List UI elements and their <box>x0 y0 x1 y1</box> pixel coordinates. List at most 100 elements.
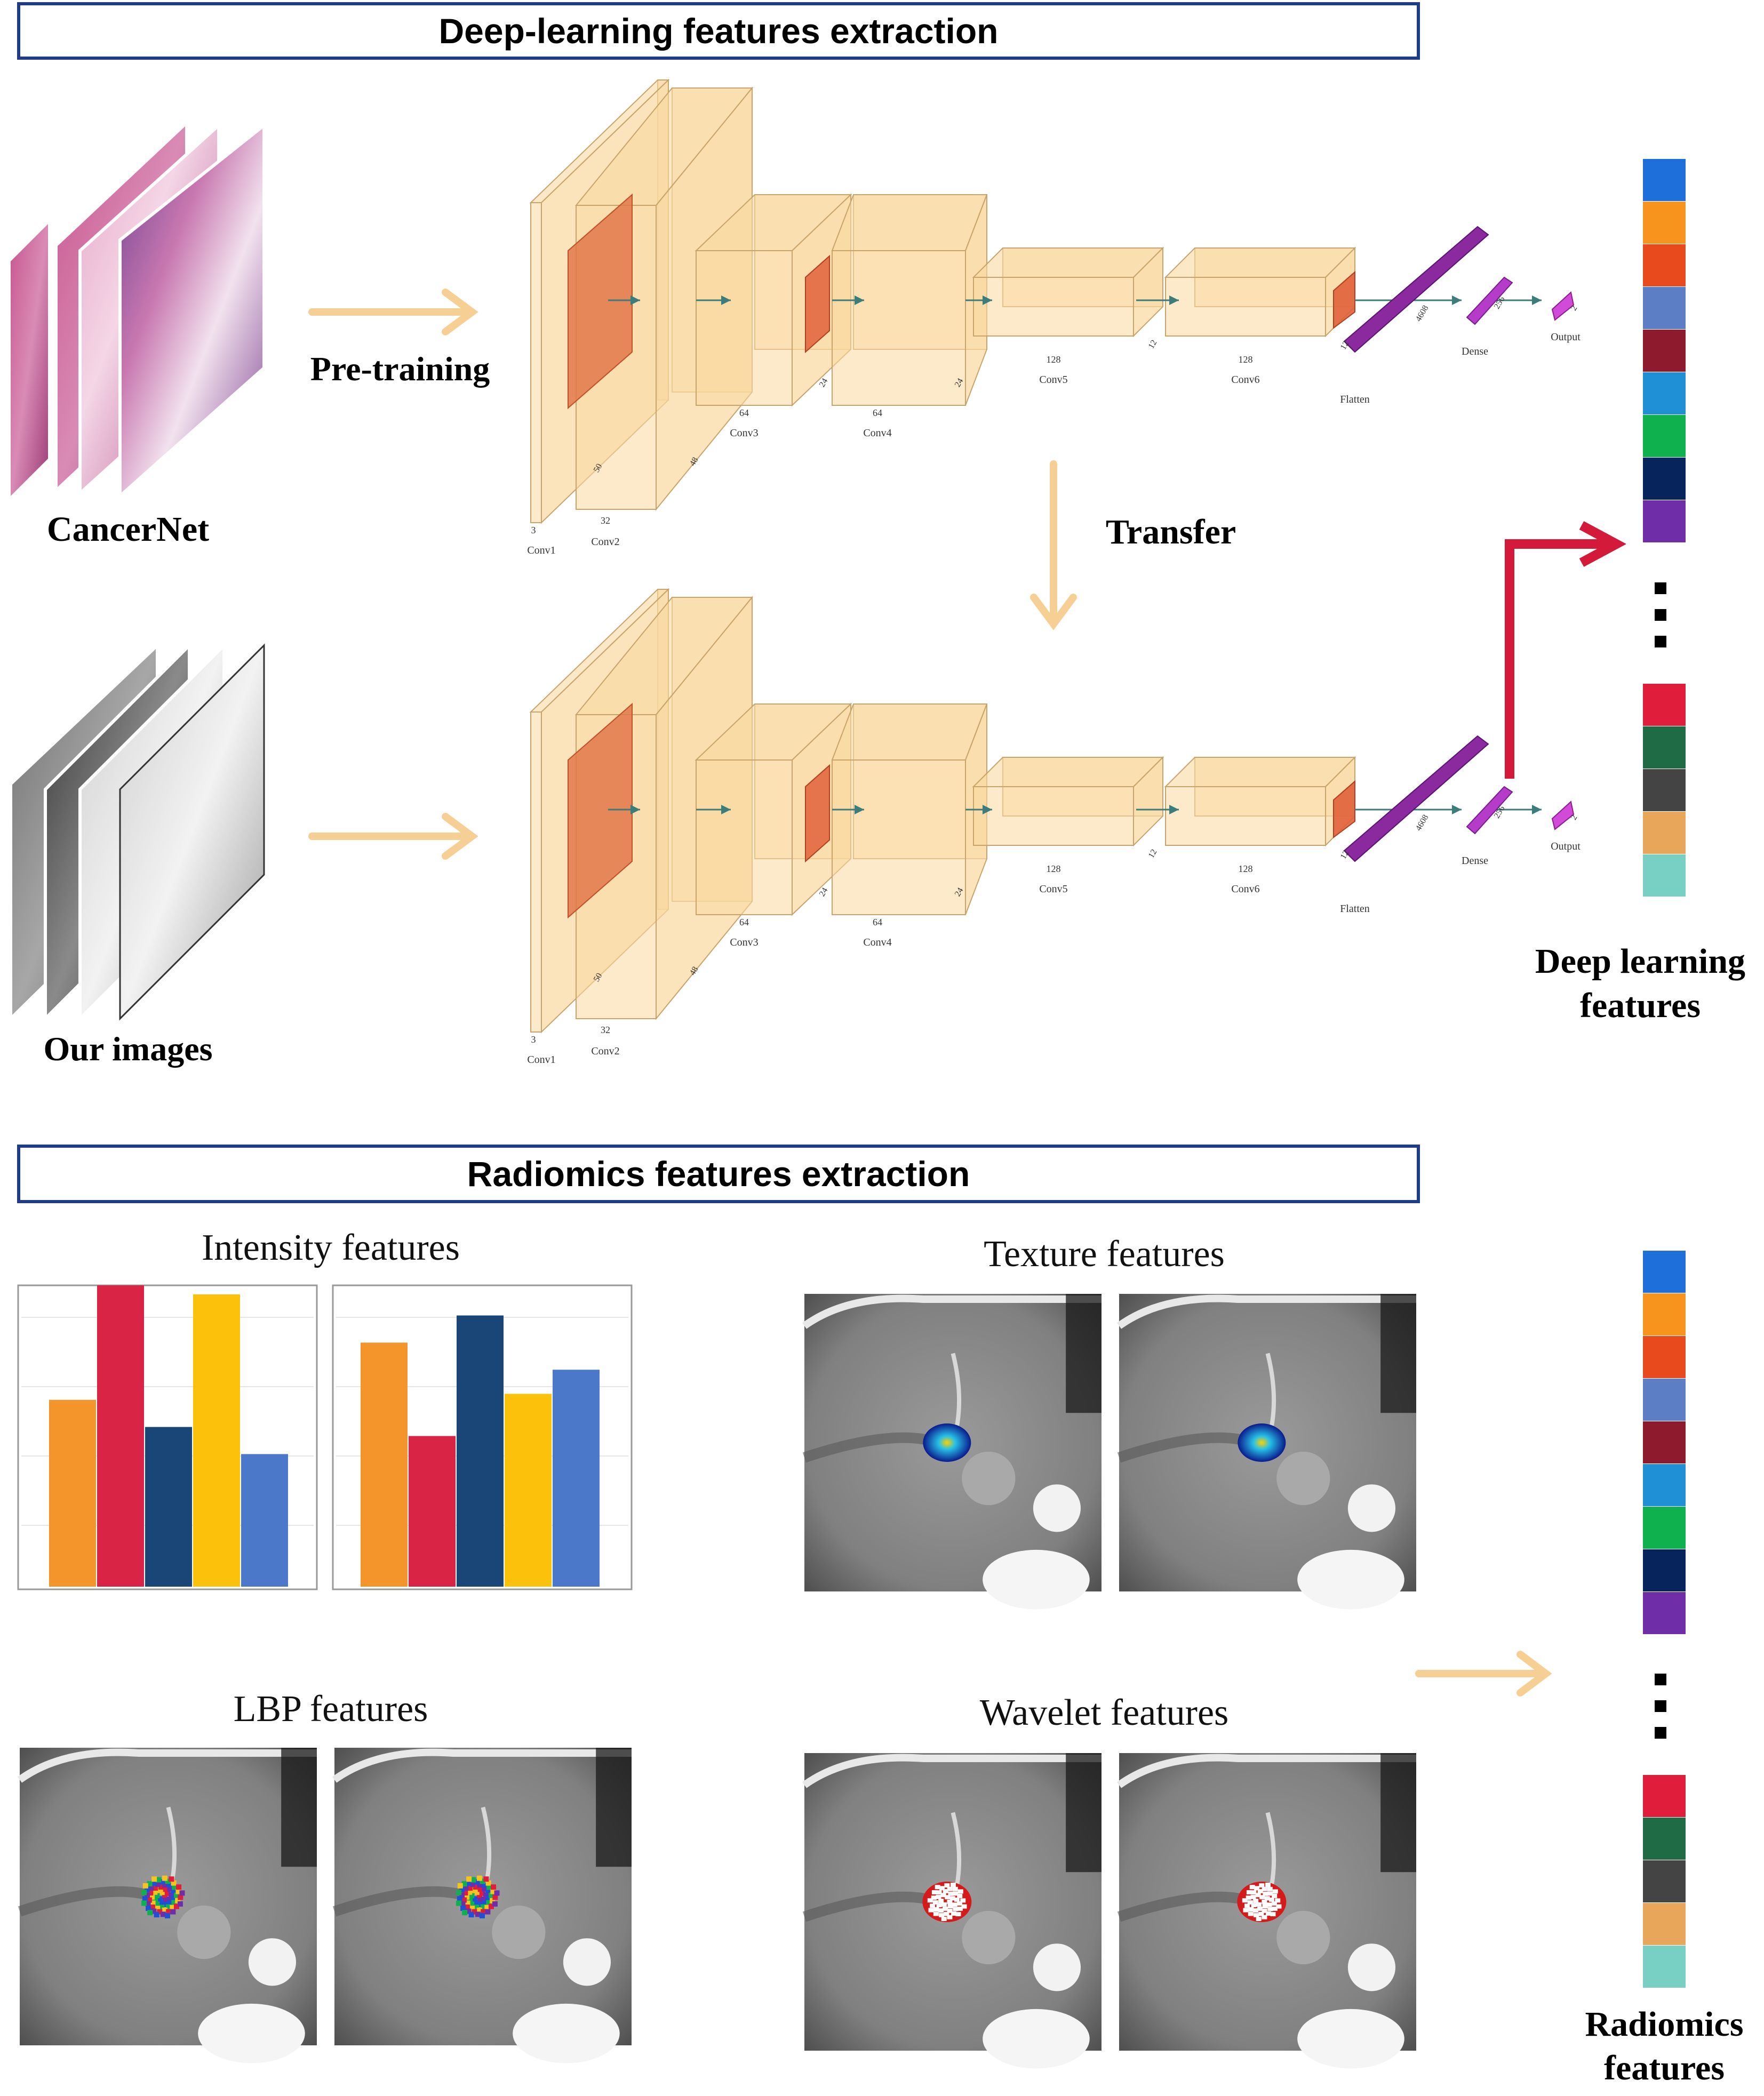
conv4-name: Conv4 <box>863 937 891 948</box>
conv5-dim: 12 <box>1147 848 1159 860</box>
ct-image-tiles <box>17 1294 1416 2069</box>
conv6-depth: 128 <box>1239 863 1253 874</box>
feature-cell <box>1643 202 1686 244</box>
pretraining-label: Pre-training <box>310 350 490 388</box>
cnn-network-pretrain: 3Conv132Conv2504864Conv32464Conv424128Co… <box>527 78 1581 556</box>
feature-cell <box>1643 1293 1686 1335</box>
conv2-dim-h: 50 <box>592 462 604 474</box>
our-images-stack <box>9 641 265 1023</box>
intensity-bar <box>241 1454 288 1587</box>
intensity-bar <box>49 1399 96 1587</box>
feature-cell <box>1643 812 1686 854</box>
output-node <box>1551 801 1575 830</box>
intensity-bar <box>361 1342 408 1587</box>
lbp-features-label: LBP features <box>233 1689 428 1730</box>
feature-cell <box>1643 1946 1686 1988</box>
conv1-name: Conv1 <box>527 1054 555 1066</box>
pretraining-arrow <box>308 289 478 335</box>
flatten-bar <box>1343 735 1489 862</box>
conv5-name: Conv5 <box>1039 374 1067 386</box>
radiomics-features-label-line2: features <box>1603 2049 1725 2087</box>
cnn-network-transfer: 3Conv132Conv2504864Conv32464Conv424128Co… <box>527 588 1581 1066</box>
radiomics-section-banner: Radiomics features extraction <box>17 1145 1420 1203</box>
deep-vector-ellipsis <box>1655 582 1666 647</box>
conv6-kernel <box>1333 780 1355 838</box>
lbp-ct-image-2 <box>332 1748 632 2063</box>
conv6-block <box>1164 246 1356 338</box>
flatten-depth: 4608 <box>1414 813 1431 833</box>
feature-cell <box>1643 1421 1686 1463</box>
feature-cell <box>1643 1818 1686 1860</box>
conv6-depth: 128 <box>1239 354 1253 365</box>
conv4-depth: 64 <box>873 407 882 418</box>
deep-features-red-arrow <box>1505 521 1626 779</box>
output-depth: 2 <box>1569 813 1579 821</box>
feature-cell <box>1643 1860 1686 1902</box>
texture-heatmap-overlay <box>923 1423 971 1462</box>
conv6-name: Conv6 <box>1231 883 1259 895</box>
deep-features-label-line2: features <box>1579 986 1701 1025</box>
transfer-label: Transfer <box>1105 513 1236 551</box>
conv6-block <box>1164 756 1356 847</box>
our-images-arrow <box>308 813 478 860</box>
histology-slice-1 <box>11 224 48 496</box>
radiomics-vector-ellipsis <box>1655 1674 1666 1739</box>
intensity-bar <box>193 1294 240 1587</box>
deep-learning-section-title: Deep-learning features extraction <box>438 11 999 51</box>
lbp-ct-image-1 <box>17 1748 317 2063</box>
conv1-depth: 3 <box>531 1034 536 1045</box>
deep-feature-vector-bottom <box>1643 684 1686 897</box>
feature-cell <box>1643 684 1686 726</box>
conv3-name: Conv3 <box>730 427 758 439</box>
feature-cell <box>1643 500 1686 542</box>
conv4-block <box>831 703 988 915</box>
gray-slice-4 <box>119 643 265 1021</box>
conv6-kernel <box>1333 270 1355 329</box>
intensity-bar <box>409 1436 456 1587</box>
output-node <box>1551 291 1575 321</box>
output-name: Output <box>1551 331 1581 343</box>
feature-cell <box>1643 1507 1686 1549</box>
conv1-depth: 3 <box>531 525 536 535</box>
deep-learning-section-banner: Deep-learning features extraction <box>17 2 1420 60</box>
our-images-label: Our images <box>43 1030 213 1068</box>
wavelet-ct-image-2 <box>1116 1753 1416 2069</box>
conv5-block <box>972 246 1164 338</box>
radiomics-arrow <box>1415 1651 1552 1697</box>
flatten-name: Flatten <box>1340 903 1370 915</box>
conv2-name: Conv2 <box>591 1045 619 1057</box>
feature-cell <box>1643 415 1686 457</box>
histology-slice-4 <box>118 122 266 500</box>
conv2-dim-w: 48 <box>688 965 700 977</box>
feature-cell <box>1643 1903 1686 1945</box>
transfer-arrow <box>1030 460 1077 630</box>
conv3-dim: 24 <box>818 886 830 898</box>
conv4-name: Conv4 <box>863 427 891 439</box>
cancernet-label: CancerNet <box>46 510 210 549</box>
conv5-depth: 128 <box>1047 354 1061 365</box>
conv5-block <box>972 756 1164 847</box>
deep-feature-vector-top <box>1643 159 1686 542</box>
conv2-kernel <box>568 193 633 410</box>
conv3-depth: 64 <box>739 407 749 418</box>
feature-cell <box>1643 244 1686 286</box>
conv2-dim-w: 48 <box>688 456 700 468</box>
intensity-chart-2 <box>332 1284 633 1590</box>
conv2-kernel <box>568 702 633 919</box>
feature-cell <box>1643 1549 1686 1591</box>
radiomics-section-title: Radiomics features extraction <box>467 1154 970 1194</box>
intensity-features-label: Intensity features <box>202 1227 460 1268</box>
conv4-block <box>831 194 988 406</box>
feature-cell <box>1643 372 1686 414</box>
wavelet-features-label: Wavelet features <box>979 1692 1229 1733</box>
conv5-depth: 128 <box>1047 863 1061 874</box>
texture-heatmap-overlay <box>1238 1423 1286 1462</box>
intensity-bar <box>553 1370 600 1587</box>
conv6-dim: 12 <box>1339 849 1351 861</box>
conv5-dim: 12 <box>1147 339 1159 350</box>
intensity-bar <box>145 1427 192 1587</box>
flatten-depth: 4608 <box>1414 304 1431 323</box>
dense-name: Dense <box>1462 855 1488 867</box>
conv3-kernel <box>805 764 830 863</box>
